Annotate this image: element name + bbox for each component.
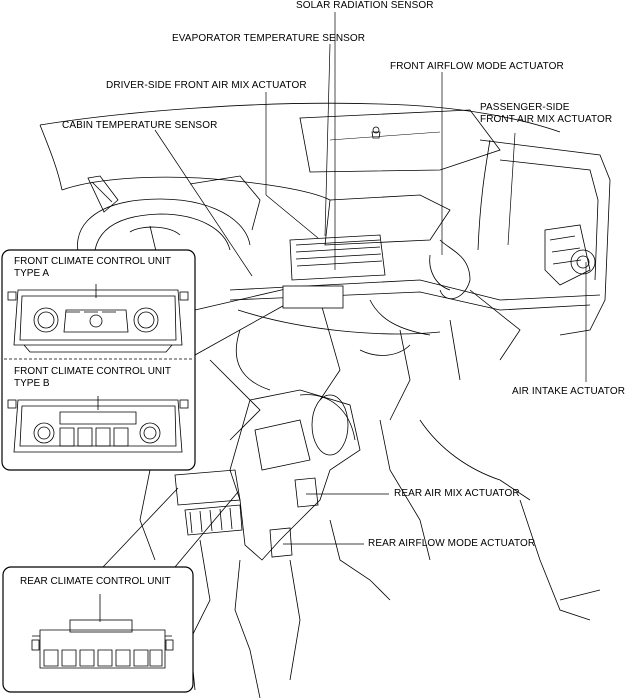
label-solar-radiation-sensor: SOLAR RADIATION SENSOR [296, 0, 434, 11]
label-driver-side-front-air-mix-actuator: DRIVER-SIDE FRONT AIR MIX ACTUATOR [106, 80, 307, 91]
label-air-intake-actuator: AIR INTAKE ACTUATOR [512, 386, 626, 397]
label-passenger-side-line1: PASSENGER-SIDE [480, 102, 570, 113]
label-front-airflow-mode-actuator: FRONT AIRFLOW MODE ACTUATOR [390, 61, 564, 72]
label-cabin-temperature-sensor: CABIN TEMPERATURE SENSOR [62, 120, 218, 131]
label-passenger-side-line2: FRONT AIR MIX ACTUATOR [480, 114, 613, 125]
type-a-title-line1: FRONT CLIMATE CONTROL UNIT [14, 256, 172, 267]
label-evaporator-temperature-sensor: EVAPORATOR TEMPERATURE SENSOR [172, 33, 366, 44]
type-a-title-line2: TYPE A [14, 268, 50, 279]
rear-control-unit-box [2, 566, 194, 693]
label-rear-airflow-mode-actuator: REAR AIRFLOW MODE ACTUATOR [368, 538, 536, 549]
rear-unit-title: REAR CLIMATE CONTROL UNIT [20, 576, 171, 587]
connector-lines [102, 285, 344, 568]
type-b-title-line1: FRONT CLIMATE CONTROL UNIT [14, 366, 172, 377]
front-control-unit-box [1, 249, 196, 471]
label-rear-air-mix-actuator: REAR AIR MIX ACTUATOR [394, 488, 520, 499]
type-b-title-line2: TYPE B [14, 378, 50, 389]
leader-lines [154, 12, 587, 545]
